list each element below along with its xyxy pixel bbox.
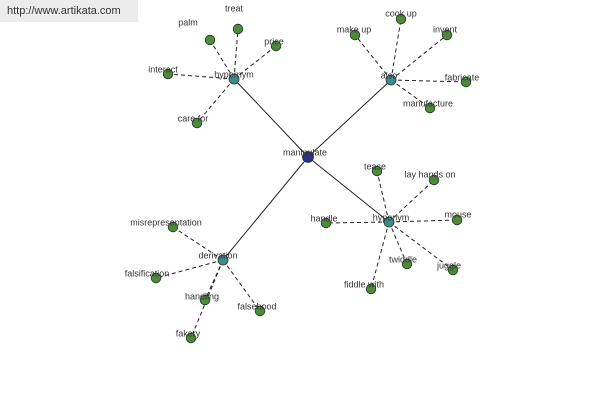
leaf-node-handle[interactable]: [320, 217, 332, 229]
leaf-node-handling[interactable]: [199, 294, 211, 306]
edge-also-make-up: [354, 34, 392, 81]
leaf-node-invent[interactable]: [441, 29, 453, 41]
relation-label-derivation: derivation: [198, 250, 237, 260]
edge-manipulate-hypernym: [233, 78, 309, 158]
leaf-label-tease: tease: [364, 161, 386, 171]
leaf-label-fabricate: fabricate: [445, 72, 480, 82]
edge-also-manufacture: [390, 79, 431, 109]
edge-hyponym-fiddle-with: [370, 221, 390, 290]
leaf-label-palm: palm: [178, 17, 198, 27]
edge-also-cook-up: [390, 18, 402, 81]
leaf-node-treat[interactable]: [232, 23, 244, 35]
leaf-label-falsification: falsification: [125, 268, 170, 278]
leaf-node-lay-hands-on[interactable]: [428, 174, 440, 186]
relation-label-hyponym: hyponym: [373, 212, 410, 222]
leaf-label-price: price: [264, 36, 284, 46]
edge-manipulate-also: [307, 79, 392, 158]
edge-hypernym-palm: [209, 39, 235, 80]
leaf-label-fakery: fakery: [176, 328, 201, 338]
edge-manipulate-derivation: [222, 156, 309, 261]
leaf-label-fiddle-with: fiddle with: [344, 279, 384, 289]
edge-hypernym-treat: [233, 28, 239, 80]
leaf-node-make-up[interactable]: [349, 29, 361, 41]
leaf-label-misrepresentation: misrepresentation: [130, 217, 202, 227]
edge-also-invent: [390, 34, 448, 81]
leaf-node-misrepresentation[interactable]: [167, 221, 179, 233]
edge-hyponym-mouse: [388, 219, 458, 223]
leaf-node-falsification[interactable]: [150, 272, 162, 284]
leaf-node-mouse[interactable]: [451, 214, 463, 226]
leaf-label-interact: interact: [148, 64, 178, 74]
relation-label-also: also: [381, 70, 398, 80]
leaf-label-cook-up: cook up: [385, 8, 417, 18]
leaf-node-manufacture[interactable]: [424, 102, 436, 114]
leaf-node-twiddle[interactable]: [401, 258, 413, 270]
center-label-manipulate: manipulate: [283, 147, 327, 157]
leaf-label-juggle: juggle: [436, 260, 461, 270]
relation-node-hyponym[interactable]: [383, 216, 395, 228]
leaf-node-care-for[interactable]: [191, 117, 203, 129]
edge-hyponym-twiddle: [388, 221, 408, 265]
edge-hypernym-care-for: [196, 78, 235, 124]
leaf-node-cook-up[interactable]: [395, 13, 407, 25]
leaf-node-interact[interactable]: [162, 68, 174, 80]
leaf-node-fabricate[interactable]: [460, 76, 472, 88]
edge-hyponym-tease: [376, 170, 390, 223]
leaf-label-mouse: mouse: [444, 209, 471, 219]
leaf-node-juggle[interactable]: [447, 264, 459, 276]
leaf-label-invent: invent: [433, 24, 458, 34]
leaf-label-make-up: make up: [337, 24, 372, 34]
edge-hyponym-juggle: [388, 221, 454, 271]
leaf-label-lay-hands-on: lay hands on: [404, 169, 455, 179]
edge-hypernym-price: [233, 45, 277, 80]
relation-node-derivation[interactable]: [217, 254, 229, 266]
site-link[interactable]: http://www.artikata.com: [0, 0, 138, 22]
edge-derivation-falsehood: [222, 259, 261, 312]
edge-manipulate-hyponym: [307, 156, 390, 223]
relation-node-also[interactable]: [385, 74, 397, 86]
leaf-label-care-for: care for: [178, 113, 209, 123]
center-node-manipulate[interactable]: [302, 151, 314, 163]
leaf-node-tease[interactable]: [371, 165, 383, 177]
edge-hyponym-lay-hands-on: [388, 179, 435, 223]
leaf-label-handle: handle: [310, 213, 337, 223]
leaf-label-treat: treat: [225, 3, 244, 13]
leaf-node-falsehood[interactable]: [254, 305, 266, 317]
leaf-node-palm[interactable]: [204, 34, 216, 46]
leaf-label-twiddle: twiddle: [389, 254, 417, 264]
edge-derivation-falsification: [155, 259, 224, 279]
edge-derivation-misrepresentation: [172, 226, 224, 261]
edge-also-fabricate: [390, 79, 467, 83]
leaf-node-price[interactable]: [270, 40, 282, 52]
relation-label-hypernym: hypernym: [214, 69, 254, 79]
edge-hyponym-handle: [325, 221, 390, 224]
leaf-node-fiddle-with[interactable]: [365, 283, 377, 295]
leaf-node-fakery[interactable]: [185, 332, 197, 344]
leaf-label-manufacture: manufacture: [403, 98, 453, 108]
leaf-label-handling: handling: [185, 291, 219, 301]
leaf-label-falsehood: falsehood: [237, 301, 276, 311]
relation-node-hypernym[interactable]: [228, 73, 240, 85]
